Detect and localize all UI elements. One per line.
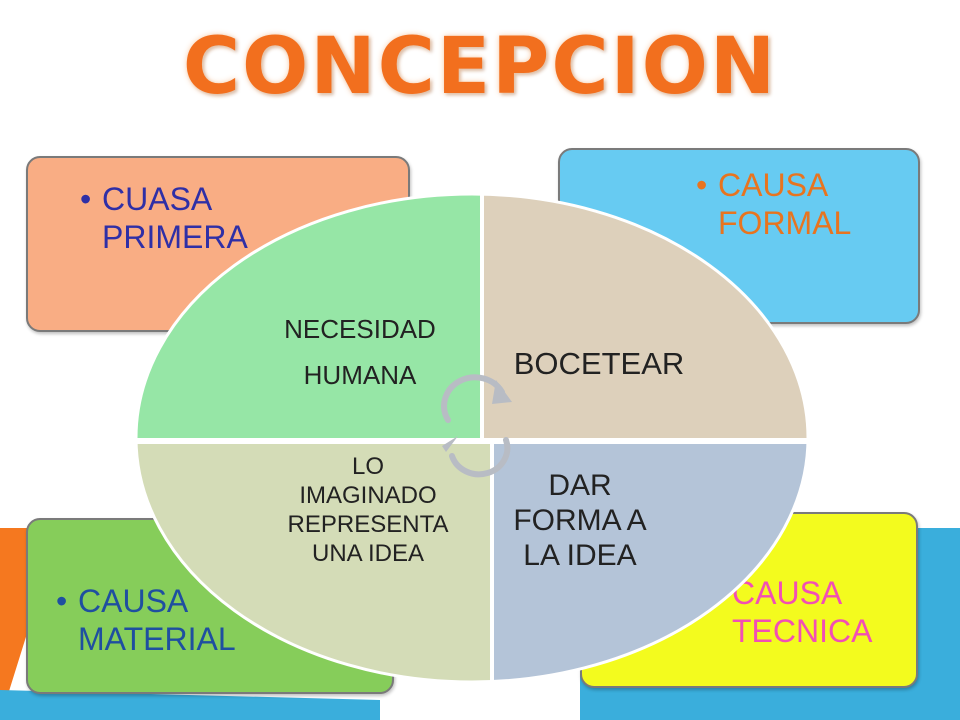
box-causa-tecnica-line2: TECNICA [732, 613, 873, 649]
box-causa-material-line2: MATERIAL [78, 621, 236, 657]
quadrant-necesidad-line2: HUMANA [303, 360, 417, 390]
box-causa-primera-label: • CUASA PRIMERA [80, 180, 248, 256]
box-causa-material-line1: CAUSA [78, 583, 189, 619]
quadrant-imaginado-line3: REPRESENTA [287, 511, 449, 538]
wheel-outline [134, 192, 810, 684]
bullet-icon: • [56, 583, 68, 619]
quadrant-dar-forma-text: DAR FORMA A LA IDEA [488, 468, 672, 573]
bg-blue-bottom-left [0, 690, 380, 720]
box-causa-formal-line1: CAUSA [718, 167, 829, 203]
box-causa-primera-line1: CUASA [102, 181, 213, 217]
box-causa-material-label: • CAUSA MATERIAL [56, 582, 236, 658]
quadrant-necesidad-line1: NECESIDAD [284, 314, 436, 344]
quadrant-forma-line1: DAR [548, 469, 612, 502]
quadrant-forma-line2: FORMA A [513, 504, 647, 537]
quadrant-necesidad-humana-text: NECESIDAD HUMANA [250, 306, 470, 398]
box-causa-tecnica-line1: CAUSA [732, 575, 843, 611]
bullet-icon: • [696, 167, 708, 203]
quadrant-bocetear-line1: BOCETEAR [513, 346, 685, 381]
quadrant-bocetear [482, 194, 808, 438]
cycle-arrows-icon [441, 374, 512, 478]
quadrant-imaginado-line1: LO [351, 453, 384, 480]
quadrant-lo-imaginado-text: LO IMAGINADO REPRESENTA UNA IDEA [254, 452, 482, 568]
quadrant-imaginado-line4: UNA IDEA [311, 540, 425, 567]
quadrant-imaginado-line2: IMAGINADO [299, 482, 437, 509]
box-causa-formal-label: • CAUSA FORMAL [696, 166, 852, 242]
quadrant-forma-line3: LA IDEA [523, 539, 637, 572]
quadrant-bocetear-text: BOCETEAR [496, 344, 702, 384]
bullet-icon: • [80, 181, 92, 217]
box-causa-primera-line2: PRIMERA [102, 219, 248, 255]
box-causa-tecnica-label: CAUSA TECNICA [732, 574, 872, 650]
box-causa-formal-line2: FORMAL [718, 205, 852, 241]
page-title: CONCEPCION [182, 22, 778, 112]
